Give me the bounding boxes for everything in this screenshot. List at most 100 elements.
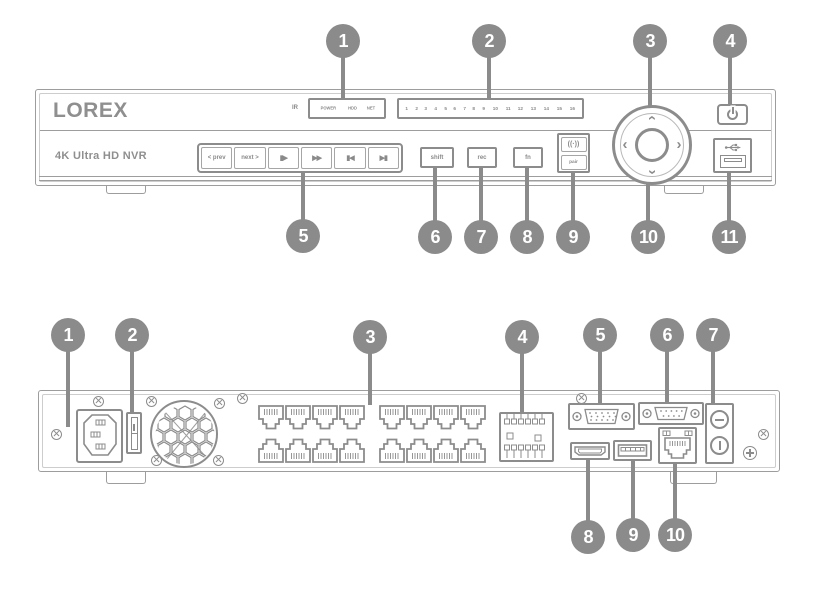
pairing-signal-icon: ((·)) [560,136,587,152]
callout-front-3: 3 [633,24,667,58]
callout-front-9: 9 [556,220,590,254]
navigation-pad-enter-button [635,128,669,162]
pair-button-label: pair [560,154,587,170]
callout-line [66,335,70,427]
callout-front-4: 4 [713,24,747,58]
back-panel-foot [106,472,146,484]
pair-button-label-text: pair [569,159,578,165]
callout-front-10: 10 [631,220,665,254]
channel-number: 14 [543,106,549,111]
model-label: 4K Ultra HD NVR [55,150,147,162]
pair-button: ((·)) pair [557,133,590,173]
lan-connector-icon [662,430,693,459]
power-inlet-port [76,409,123,463]
nav-right-icon: › [676,136,682,153]
callout-line [727,172,731,237]
callout-line [598,335,602,403]
front-panel-vent-line [39,180,772,181]
callout-back-3: 3 [353,320,387,354]
callout-line [525,167,529,237]
lan-port [658,427,697,464]
back-panel-foot [670,472,717,484]
callout-back-1: 1 [51,318,85,352]
fan-grille-icon [155,405,215,465]
channel-number: 4 [434,106,438,111]
callout-front-11: 11 [712,220,746,254]
screw-icon [150,454,162,466]
back-panel-chassis [38,390,780,472]
channel-number: 8 [472,106,476,111]
callout-line [648,41,652,106]
back-usb-port [613,440,652,461]
screw-icon [213,397,225,409]
channel-number: 1 [405,106,409,111]
cooling-fan [150,400,218,468]
callout-line [341,41,345,98]
status-led-label: HDD [347,106,357,111]
front-panel-vent-line [39,176,772,177]
audio-ports [705,403,734,464]
rec-button: rec [467,147,497,168]
playback-button-group: < prev next > ▮▶ ▶▶ ▮◀ ▶▮ [197,143,403,173]
callout-back-5: 5 [583,318,617,352]
skip-forward-icon: ▶▮ [367,147,399,169]
vga-connector-icon [572,408,631,425]
fast-forward-icon: ▶▶ [300,147,333,169]
nav-up-icon: ‹ [644,115,661,121]
callout-back-8: 8 [571,520,605,554]
callout-line [646,184,650,237]
next-button: next > [234,147,266,169]
shift-button: shift [420,147,454,168]
ground-screw-icon [743,446,757,460]
rs232-serial-port [638,402,704,425]
poe-row-bottom [258,438,486,463]
callout-line [711,335,715,403]
channel-number: 6 [453,106,457,111]
screw-icon [212,454,224,466]
screw-icon [145,395,157,407]
navigation-pad-ring [620,113,684,177]
callout-line [520,337,524,412]
callout-back-10: 10 [658,518,692,552]
callout-front-1: 1 [326,24,360,58]
callout-line [487,41,491,98]
callout-line [479,167,483,237]
usb-slot-icon [617,444,648,457]
ir-sensor-label: IR [292,105,298,111]
callout-line [571,172,575,237]
channel-number: 13 [530,106,537,111]
callout-line [301,172,305,236]
skip-back-icon: ▮◀ [334,147,366,169]
brand-logo: LOREX [53,99,128,122]
callout-line [665,335,669,402]
usb-icon [724,143,741,152]
status-led-label: NET [367,106,376,111]
callout-line [130,335,134,412]
status-led-panel: POWER HDD NET [308,98,386,119]
channel-number: 7 [463,106,466,111]
hdmi-port [570,442,610,460]
poe-camera-ports [258,405,486,463]
front-panel-foot [106,186,146,194]
callout-front-7: 7 [464,220,498,254]
channel-number: 11 [505,106,511,111]
front-usb-port [713,138,752,173]
callout-line [433,167,437,237]
channel-number: 10 [492,106,498,111]
callout-back-7: 7 [696,318,730,352]
callout-front-2: 2 [472,24,506,58]
db9-connector-icon [642,406,700,421]
power-inlet-icon [82,414,117,456]
nav-down-icon: ‹ [643,169,660,175]
status-led-label: POWER [320,106,336,111]
channel-number: 15 [556,106,562,111]
callout-line [368,337,372,405]
channel-number: 5 [443,106,447,111]
prev-button: < prev [201,147,233,169]
nav-left-icon: ‹ [622,136,628,153]
audio-in-jack [710,410,729,429]
terminal-pins-icon [504,414,545,458]
channel-number: 2 [415,106,418,111]
screw-icon [92,395,104,407]
